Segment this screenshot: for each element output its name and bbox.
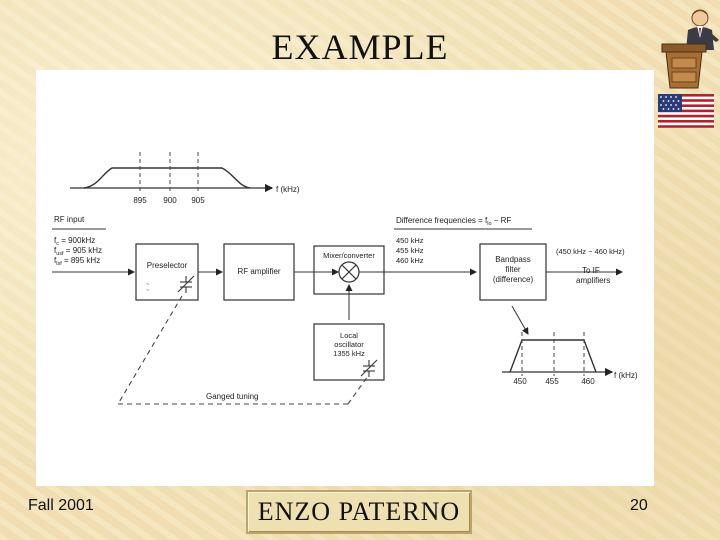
ganged-tuning-linkage: Ganged tuning <box>117 295 369 405</box>
us-flag-icon <box>658 94 714 128</box>
footer-name-box: ENZO PATERNO <box>246 490 472 534</box>
if-spectrum-plot: 450 455 460 f (kHz) <box>502 332 638 386</box>
rf-passband-curve <box>83 167 251 189</box>
rf-amplifier-label: RF amplifier <box>237 267 280 276</box>
rf-amplifier-block: RF amplifier <box>223 243 295 301</box>
arrow-filter-to-if-plot <box>511 305 529 335</box>
rf-spectrum-plot: 895 900 905 f (kHz) <box>70 152 300 205</box>
bandpass-label-1: Bandpass <box>495 255 531 264</box>
lo-label-3: 1355 kHz <box>333 349 365 358</box>
lo-label-1: Local <box>340 331 358 340</box>
mixer-output-460: 460 kHz <box>396 256 424 265</box>
preselector-label: Preselector <box>147 261 188 270</box>
rf-axis-label: f (kHz) <box>276 185 300 194</box>
lo-variable-capacitor-icon <box>360 359 378 377</box>
difference-frequencies-label: Difference frequencies = flo − RF <box>396 216 511 227</box>
podium-speaker-icon <box>656 4 720 92</box>
receiver-block-diagram: 895 900 905 f (kHz) RF input fc = 900kHz… <box>52 152 638 405</box>
filter-range-label: (450 kHz − 460 kHz) <box>556 247 625 256</box>
if-axis-label: f (kHz) <box>614 371 638 380</box>
rf-flsb-text: flsf = 895 kHz <box>54 256 100 267</box>
diagram-panel: 895 900 905 f (kHz) RF input fc = 900kHz… <box>36 70 654 486</box>
lo-label-2: oscillator <box>334 340 364 349</box>
preselector-sine-icon: ~ <box>146 282 150 288</box>
mixer-symbol-icon <box>338 261 360 283</box>
rf-input-label: RF input <box>54 215 85 224</box>
rf-tick-900: 900 <box>163 196 177 205</box>
bandpass-label-3: (difference) <box>493 275 534 284</box>
rf-tick-895: 895 <box>133 196 147 205</box>
mixer-output-455: 455 kHz <box>396 246 424 255</box>
svg-text:~: ~ <box>146 288 150 294</box>
if-tick-450: 450 <box>513 377 527 386</box>
mixer-output-450: 450 kHz <box>396 236 424 245</box>
to-if-label-1: To IF <box>582 266 600 275</box>
bandpass-label-2: filter <box>505 265 520 274</box>
local-oscillator-block: Local oscillator 1355 kHz <box>313 323 385 381</box>
footer-author-name: ENZO PATERNO <box>257 497 461 526</box>
rf-input-group: RF input fc = 900kHz fusf = 905 kHz flsf… <box>52 215 135 276</box>
rf-fc-text: fc = 900kHz <box>54 236 95 247</box>
if-tick-455: 455 <box>545 377 559 386</box>
if-passband-curve <box>509 339 597 373</box>
ganged-tuning-label: Ganged tuning <box>206 392 259 401</box>
preselector-block: Preselector ~ ~ <box>135 243 199 301</box>
rf-fusb-text: fusf = 905 kHz <box>54 246 102 257</box>
to-if-label-2: amplifiers <box>576 276 610 285</box>
if-tick-460: 460 <box>581 377 595 386</box>
bandpass-filter-block: Bandpass filter (difference) <box>479 243 547 301</box>
preselector-variable-capacitor-icon <box>177 275 195 293</box>
footer-date: Fall 2001 <box>28 497 94 514</box>
slide-number: 20 <box>630 497 648 514</box>
slide-title: EXAMPLE <box>271 27 449 67</box>
mixer-label: Mixer/converter <box>323 251 375 260</box>
rf-tick-905: 905 <box>191 196 205 205</box>
